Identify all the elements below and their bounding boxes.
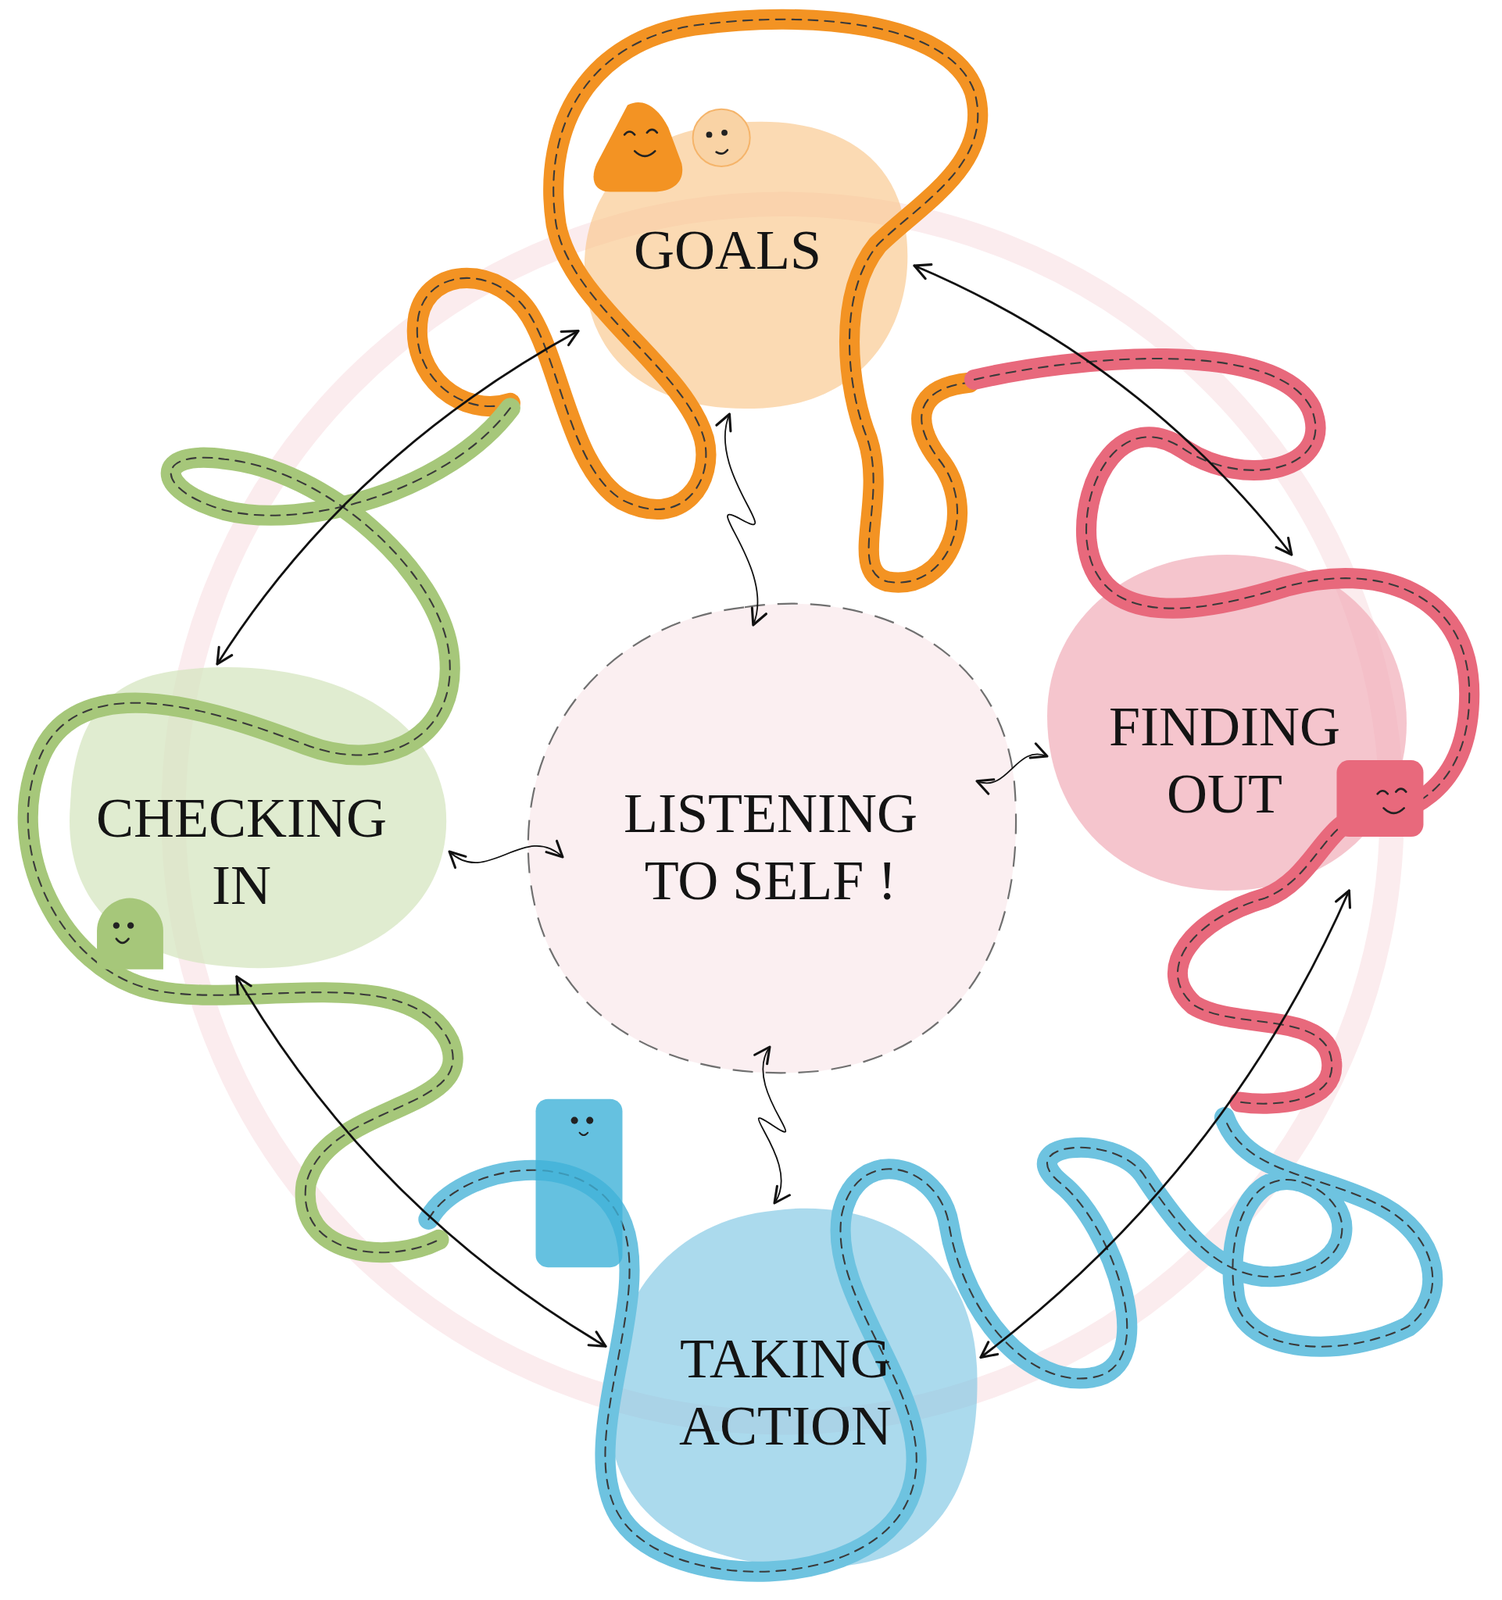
blue-road (428, 1117, 1433, 1573)
blob-fill (69, 667, 447, 969)
stage-label: CHECKING IN (96, 784, 387, 920)
double-arrow (725, 414, 759, 626)
center-stage: LISTENING TO SELF ! (562, 625, 977, 1048)
blob-fill (608, 1208, 978, 1568)
taking-action-stage: TAKING ACTION (605, 1203, 981, 1571)
character-face (579, 1133, 588, 1136)
character-face (116, 939, 129, 944)
blob-fill (1047, 554, 1407, 891)
checking-in-stage: CHECKING IN (62, 664, 450, 977)
character-eye (586, 1117, 594, 1125)
double-arrow (980, 890, 1349, 1358)
character-eye (571, 1117, 579, 1125)
orange-road-dashes (417, 19, 979, 583)
double-arrow (449, 846, 563, 863)
double-arrow (236, 976, 606, 1347)
stage-label: LISTENING TO SELF ! (618, 779, 923, 916)
blob-fill (584, 121, 909, 409)
double-arrow (976, 754, 1048, 784)
stage-label: TAKING ACTION (679, 1325, 892, 1461)
orange-road (417, 19, 979, 583)
pink-road (974, 358, 1470, 1105)
blue-character (535, 1099, 623, 1269)
green-road-dashes (28, 407, 511, 1253)
green-road (28, 407, 511, 1253)
double-arrow (217, 331, 579, 665)
pink-road-dashes (974, 358, 1470, 1105)
stage-label: GOALS (633, 216, 822, 284)
stage-label: FINDING OUT (1108, 693, 1341, 829)
blob-fill (528, 604, 1016, 1074)
roads (28, 19, 1470, 1573)
double-arrow (758, 1047, 787, 1204)
goals-stage: GOALS (578, 117, 915, 415)
finding-out-stage: FINDING OUT (1047, 554, 1407, 891)
double-arrow (914, 265, 1292, 555)
blue-road-dashes (428, 1117, 1433, 1573)
